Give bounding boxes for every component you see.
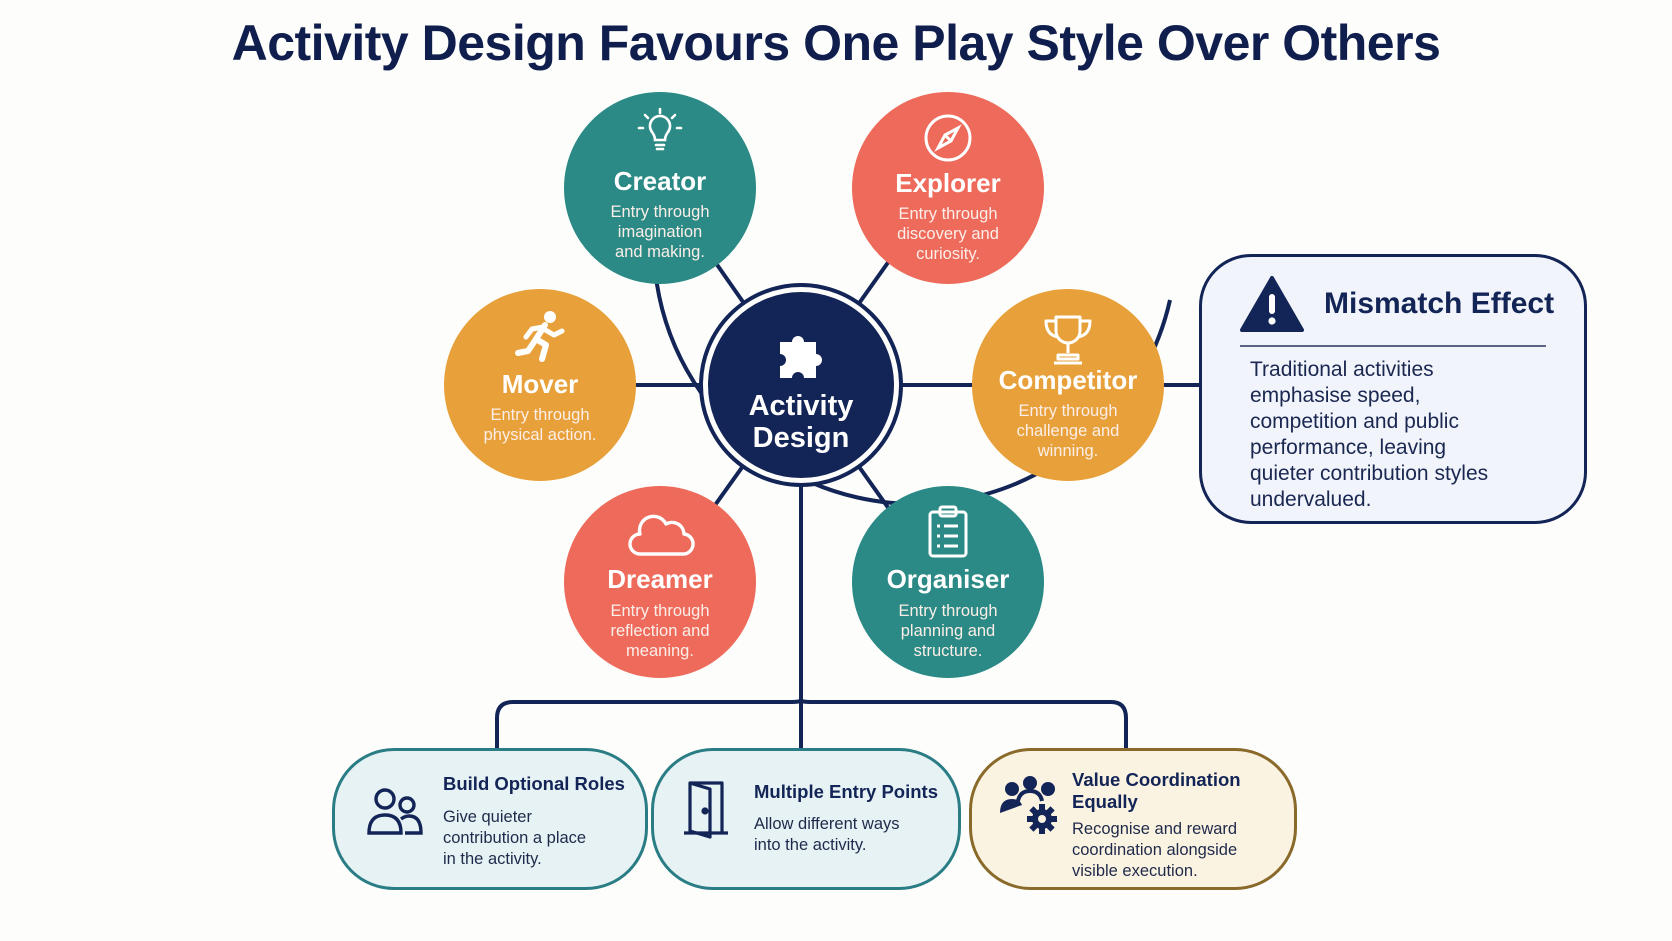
organiser-name: Organiser (886, 564, 1010, 594)
card-multiple-entry-points: Multiple Entry Points Allow different wa… (651, 748, 961, 890)
competitor-name: Competitor (998, 365, 1138, 395)
card-title: Build Optional Roles (443, 773, 625, 794)
dreamer-name: Dreamer (607, 564, 713, 594)
branch-left (495, 698, 803, 750)
creator-name: Creator (613, 166, 707, 196)
branch-right (799, 698, 1128, 750)
card-title: Multiple Entry Points (754, 781, 938, 802)
trophy-icon (972, 313, 1164, 367)
people-icon (365, 785, 423, 846)
divider (1240, 345, 1546, 347)
lightbulb-icon (564, 106, 756, 156)
mismatch-title: Mismatch Effect (1324, 287, 1555, 320)
door-icon (682, 777, 730, 844)
mover-name: Mover (501, 369, 579, 399)
page-title: Activity Design Favours One Play Style O… (231, 15, 1441, 71)
running-person-icon (444, 309, 636, 363)
puzzle-icon (708, 328, 894, 384)
compass-icon (852, 112, 1044, 164)
clipboard-icon (852, 504, 1044, 560)
explorer-name: Explorer (895, 168, 1001, 198)
warning-icon (1240, 275, 1304, 338)
team-gear-icon (998, 773, 1062, 842)
cloud-icon (564, 510, 756, 560)
